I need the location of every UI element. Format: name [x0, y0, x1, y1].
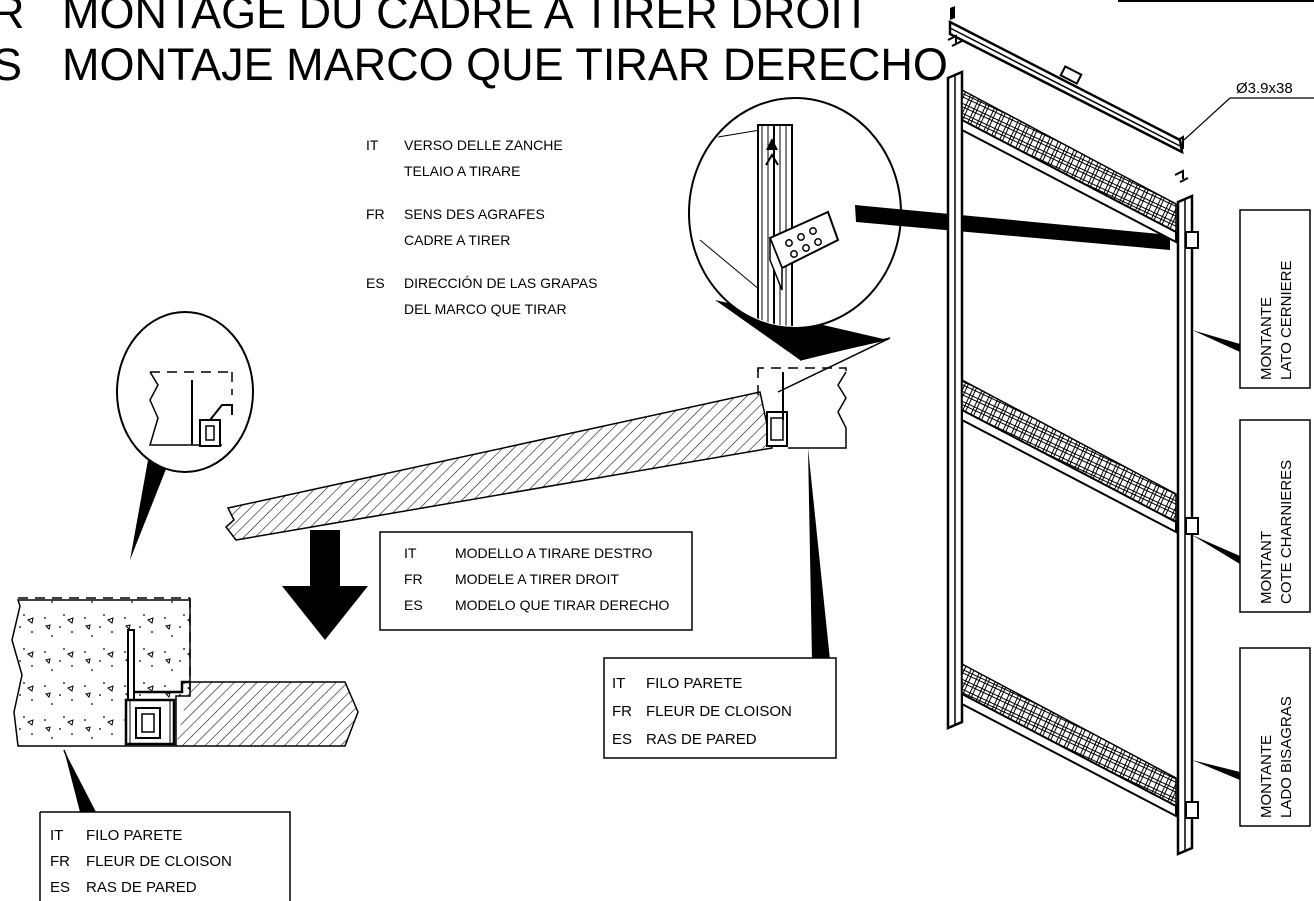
upright-fr-line2: COTE CHARNIERES [1278, 460, 1295, 604]
clip-direction-note: IT VERSO DELLE ZANCHE TELAIO A TIRARE FR… [366, 137, 597, 317]
wall-detail-circle [116, 311, 254, 560]
model-label-box: IT MODELLO A TIRARE DESTRO FR MODELE A T… [379, 531, 693, 631]
flush-left-es-code: ES [50, 879, 70, 896]
flush-center-fr-code: FR [612, 703, 632, 720]
clip-es-line1: DIRECCIÓN DE LAS GRAPAS [404, 275, 597, 291]
upright-es-line1: MONTANTE [1258, 735, 1275, 818]
flush-center-it-text: FILO PARETE [646, 675, 742, 692]
clip-it-line2: TELAIO A TIRARE [404, 163, 520, 179]
screw-label: Ø3.9x38 [1236, 80, 1293, 97]
title-fr-text: MONTAGE DU CADRE A TIRER DROIT [62, 0, 870, 38]
flush-left-fr-code: FR [50, 853, 70, 870]
flush-center-fr-text: FLEUR DE CLOISON [646, 703, 792, 720]
flush-left-it-text: FILO PARETE [86, 827, 182, 844]
flush-left-it-code: IT [50, 827, 63, 844]
screw-callout: Ø3.9x38 [1183, 80, 1314, 141]
title-block: R MONTAGE DU CADRE A TIRER DROIT S MONTA… [0, 0, 948, 90]
model-it-text: MODELLO A TIRARE DESTRO [455, 545, 652, 561]
wall-section [11, 597, 359, 747]
clip-fr-line1: SENS DES AGRAFES [404, 206, 545, 222]
model-es-code: ES [404, 597, 423, 613]
upright-it-line1: MONTANTE [1258, 297, 1275, 380]
clip-fr-line2: CADRE A TIRER [404, 232, 510, 248]
upright-es-line2: LADO BISAGRAS [1278, 696, 1295, 818]
flush-left-es-text: RAS DE PARED [86, 879, 197, 896]
clip-es-line2: DEL MARCO QUE TIRAR [404, 301, 567, 317]
upright-label-it: MONTANTE LATO CERNIERE [1192, 209, 1311, 389]
title-es-text: MONTAJE MARCO QUE TIRAR DERECHO [62, 39, 948, 90]
upright-label-fr: MONTANT COTE CHARNIERES [1192, 419, 1311, 613]
clip-detail-circle [688, 97, 1170, 360]
left-label-leader [64, 750, 96, 812]
down-arrow-icon [282, 530, 368, 640]
flush-center-es-code: ES [612, 731, 632, 748]
model-it-code: IT [404, 545, 417, 561]
upright-it-line2: LATO CERNIERE [1278, 261, 1295, 380]
flush-left-label-box: IT FILO PARETE FR FLEUR DE CLOISON ES RA… [39, 811, 291, 901]
title-es-code: S [0, 39, 22, 90]
door-frame-assembly [946, 6, 1199, 856]
clip-it-line1: VERSO DELLE ZANCHE [404, 137, 563, 153]
clip-it-code: IT [366, 137, 379, 153]
clip-es-code: ES [366, 275, 385, 291]
upright-fr-line1: MONTANT [1258, 531, 1275, 604]
frame-section-detail [757, 367, 847, 449]
model-fr-code: FR [404, 571, 423, 587]
title-fr-code: R [0, 0, 25, 38]
door-leaf-section [224, 391, 773, 541]
flush-left-fr-text: FLEUR DE CLOISON [86, 853, 232, 870]
clip-fr-code: FR [366, 206, 385, 222]
center-label-leader [808, 448, 830, 660]
model-fr-text: MODELE A TIRER DROIT [455, 571, 619, 587]
section-leader [777, 337, 891, 393]
model-es-text: MODELO QUE TIRAR DERECHO [455, 597, 670, 613]
upright-label-es: MONTANTE LADO BISAGRAS [1192, 647, 1311, 827]
flush-center-label-box: IT FILO PARETE FR FLEUR DE CLOISON ES RA… [603, 657, 837, 759]
flush-center-es-text: RAS DE PARED [646, 731, 757, 748]
flush-center-it-code: IT [612, 675, 625, 692]
